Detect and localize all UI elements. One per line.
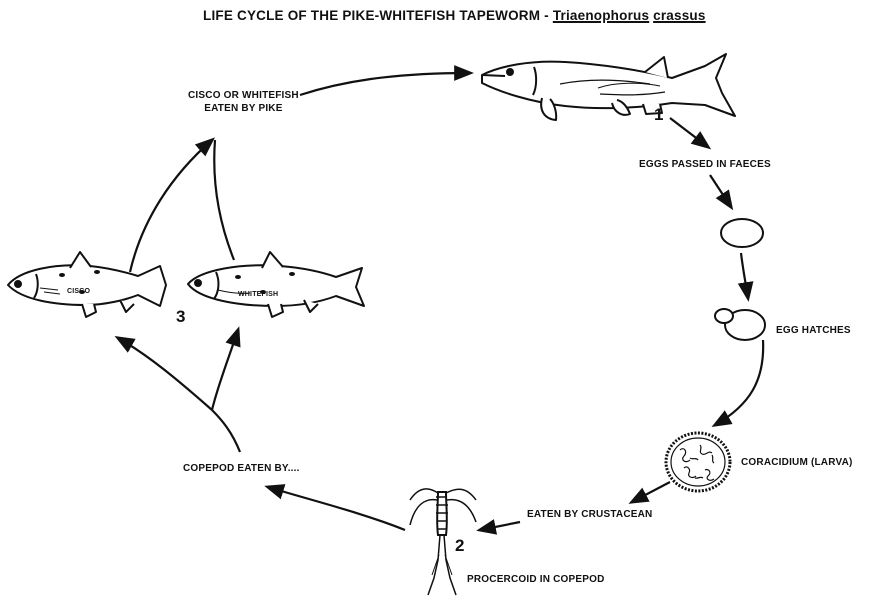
stage-number-3: 3 xyxy=(176,307,185,327)
coracidium-larva-icon xyxy=(666,433,730,491)
label-egg-hatches: EGG HATCHES xyxy=(776,324,851,337)
label-cisco-eaten-line1: CISCO OR WHITEFISH xyxy=(188,89,299,102)
label-cisco: CISCO xyxy=(67,285,90,298)
pike-fish-icon xyxy=(482,54,735,120)
title-species: crassus xyxy=(653,8,705,23)
label-whitefish: WHITEFISH xyxy=(238,288,278,301)
label-copepod-eaten: COPEPOD EATEN BY.... xyxy=(183,462,300,475)
label-eggs-passed: EGGS PASSED IN FAECES xyxy=(639,158,771,171)
label-coracidium: CORACIDIUM (LARVA) xyxy=(741,456,853,469)
title-dash: - xyxy=(544,8,549,23)
stage-number-2: 2 xyxy=(455,536,464,556)
label-eaten-by-crustacean: EATEN BY CRUSTACEAN xyxy=(527,508,652,521)
label-cisco-eaten-line2: EATEN BY PIKE xyxy=(188,102,299,115)
egg-icon xyxy=(721,219,763,247)
diagram-title: LIFE CYCLE OF THE PIKE-WHITEFISH TAPEWOR… xyxy=(203,8,706,23)
stage-number-1: 1 xyxy=(654,105,663,125)
label-procercoid: PROCERCOID IN COPEPOD xyxy=(467,573,605,586)
label-cisco-or-whitefish-eaten: CISCO OR WHITEFISH EATEN BY PIKE xyxy=(188,89,299,115)
hatching-egg-icon xyxy=(715,309,765,340)
whitefish-fish-icon xyxy=(188,252,364,317)
title-genus: Triaenophorus xyxy=(553,8,649,23)
title-text: LIFE CYCLE OF THE PIKE-WHITEFISH TAPEWOR… xyxy=(203,8,540,23)
